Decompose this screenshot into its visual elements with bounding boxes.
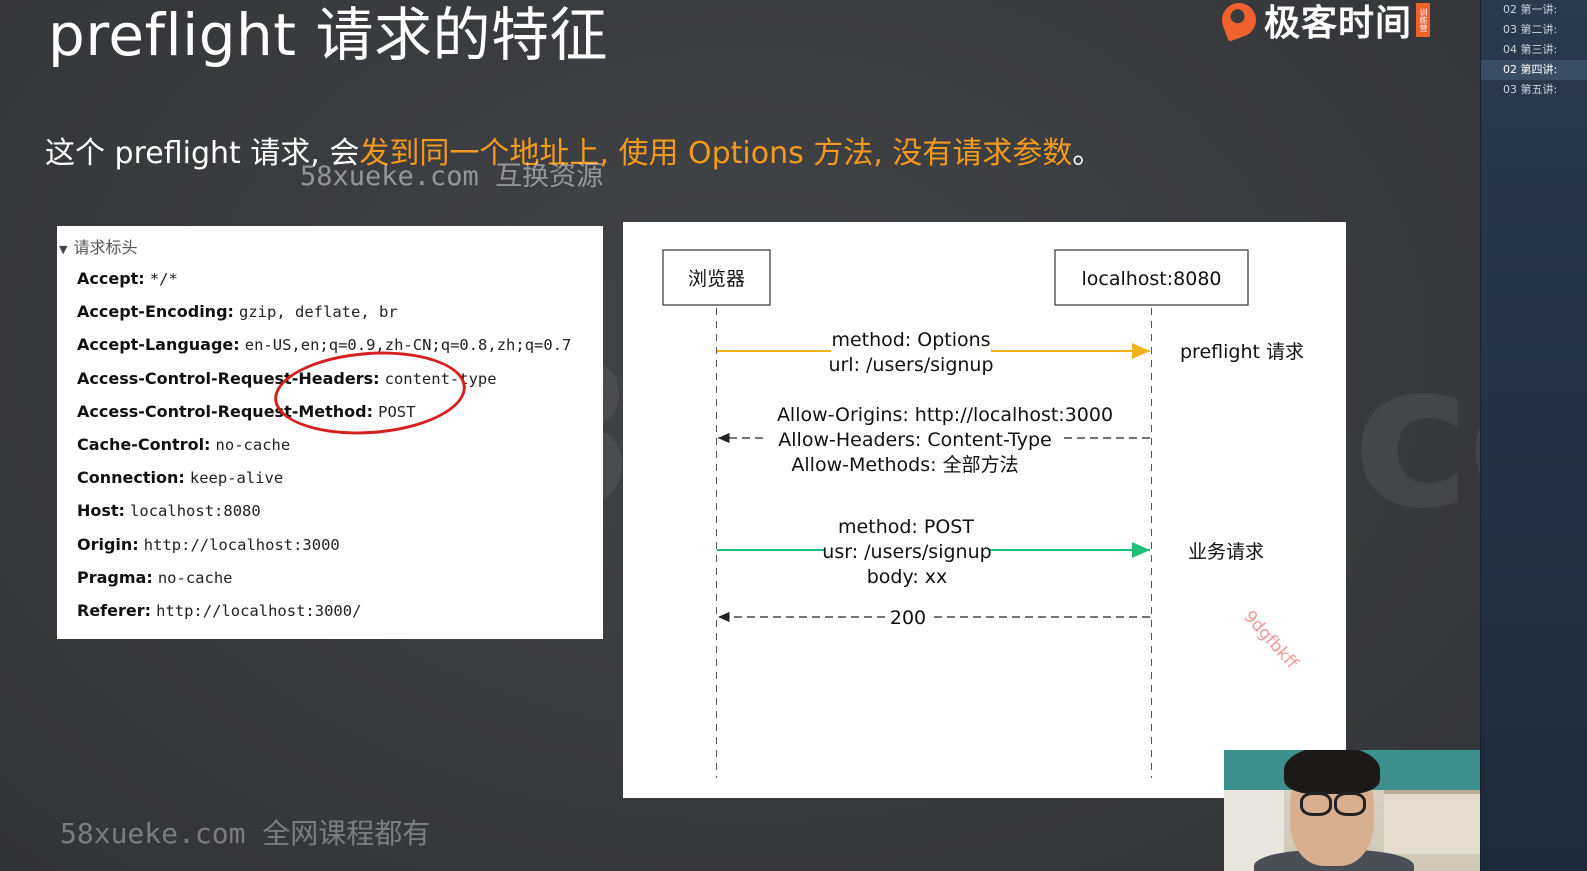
header-value: content-type bbox=[384, 369, 497, 388]
headers-section-label: 请求标头 bbox=[73, 238, 138, 257]
msg1-line2: url: /users/signup bbox=[828, 354, 993, 376]
lesson-item[interactable]: 03 第二讲: bbox=[1503, 23, 1558, 36]
header-key: Referer: bbox=[77, 600, 152, 620]
lesson-item[interactable]: 04 第三讲: bbox=[1503, 43, 1558, 56]
subtitle-plain: 这个 preflight 请求, 会 bbox=[45, 136, 360, 171]
msg3-note: 业务请求 bbox=[1188, 541, 1264, 563]
browser-actor-label: 浏览器 bbox=[688, 268, 745, 290]
header-row: Cache-Control: no-cache bbox=[57, 428, 603, 461]
watermark-inline-cn: 互换资源 bbox=[495, 161, 604, 192]
watermark-bottom-latin: 58xueke.com bbox=[60, 817, 246, 850]
header-value: http://localhost:3000/ bbox=[156, 601, 362, 620]
lesson-list: 02 第一讲: 03 第二讲: 04 第三讲: 02 第四讲: 03 第五讲: bbox=[1481, 0, 1587, 100]
sequence-diagram: 浏览器 localhost:8080 method: Options url: … bbox=[623, 222, 1346, 798]
slide-title: preflight 请求的特征 bbox=[48, 1, 608, 69]
header-row: Connection: keep-alive bbox=[57, 461, 603, 494]
header-key: Connection: bbox=[77, 468, 185, 488]
header-key: Accept-Encoding: bbox=[77, 302, 234, 322]
lesson-item[interactable]: 03 第五讲: bbox=[1503, 83, 1558, 96]
msg2-line3: Allow-Methods: 全部方法 bbox=[791, 454, 1018, 476]
logo-text: 极客时间 bbox=[1264, 3, 1413, 44]
msg4-label: 200 bbox=[890, 607, 926, 629]
header-value: POST bbox=[378, 402, 416, 421]
msg1-note: preflight 请求 bbox=[1180, 341, 1304, 363]
webcam-glasses-left bbox=[1300, 792, 1332, 816]
header-key: Origin: bbox=[77, 534, 139, 554]
triangle-down-icon[interactable]: ▼ bbox=[59, 243, 68, 256]
header-value: gzip, deflate, br bbox=[239, 303, 398, 322]
subtitle-highlight: 发到同一个地址上, 使用 Options 方法, 没有请求参数 bbox=[359, 136, 1073, 171]
watermark-inline-latin: 58xueke.com bbox=[300, 161, 479, 192]
header-key: Pragma: bbox=[77, 567, 153, 587]
header-value: http://localhost:3000 bbox=[143, 535, 340, 554]
webcam-shelf bbox=[1384, 790, 1480, 854]
browser-actor-box bbox=[662, 249, 771, 306]
msg3-line1: method: POST bbox=[838, 516, 974, 538]
geektime-logo: 极客时间 训练营 bbox=[1217, 0, 1431, 44]
watermark-inline: 58xueke.com 互换资源 bbox=[300, 154, 603, 193]
slide: 58xueke.com preflight 请求的特征 极客时间 训练营 这个 … bbox=[0, 0, 1497, 871]
webcam-hair bbox=[1284, 750, 1380, 794]
header-row: Access-Control-Request-Method: POST bbox=[57, 395, 603, 428]
header-value: localhost:8080 bbox=[130, 502, 261, 521]
header-value: no-cache bbox=[157, 568, 233, 587]
header-value: no-cache bbox=[215, 435, 291, 454]
header-key: Access-Control-Request-Headers: bbox=[77, 368, 380, 388]
webcam-glasses-right bbox=[1334, 792, 1366, 816]
header-key: Accept: bbox=[77, 269, 145, 288]
header-row: Host: localhost:8080 bbox=[57, 494, 603, 527]
msg2-line2: Allow-Headers: Content-Type bbox=[778, 429, 1051, 451]
server-actor-box bbox=[1054, 249, 1249, 306]
header-row: Access-Control-Request-Headers: content-… bbox=[57, 362, 603, 395]
header-rows: Accept: */*Accept-Encoding: gzip, deflat… bbox=[57, 262, 603, 627]
header-value: en-US,en;q=0.9,zh-CN;q=0.8,zh;q=0.7 bbox=[244, 336, 572, 355]
lesson-sidebar: 02 第一讲: 03 第二讲: 04 第三讲: 02 第四讲: 03 第五讲: bbox=[1480, 0, 1587, 871]
msg3-line3: body: xx bbox=[867, 566, 948, 588]
header-row: Accept-Encoding: gzip, deflate, br bbox=[57, 295, 603, 328]
header-row: Pragma: no-cache bbox=[57, 561, 603, 594]
watermark-bottom: 58xueke.com 全网课程都有 bbox=[60, 812, 430, 852]
slide-subtitle: 这个 preflight 请求, 会发到同一个地址上, 使用 Options 方… bbox=[45, 132, 1102, 176]
geektime-logo-icon bbox=[1217, 0, 1261, 42]
lesson-item[interactable]: 02 第一讲: bbox=[1503, 3, 1558, 16]
watermark-bottom-cn: 全网课程都有 bbox=[262, 817, 431, 850]
msg3-line2: usr: /users/signup bbox=[822, 541, 991, 563]
header-row: Referer: http://localhost:3000/ bbox=[57, 594, 603, 627]
header-key: Access-Control-Request-Method: bbox=[77, 401, 374, 421]
header-key: Host: bbox=[77, 501, 125, 521]
header-value: */* bbox=[149, 270, 178, 288]
headers-section-toggle[interactable]: ▼ 请求标头 bbox=[57, 234, 603, 262]
header-key: Cache-Control: bbox=[77, 434, 211, 454]
lesson-item[interactable]: 02 第四讲: bbox=[1481, 60, 1587, 80]
header-row: Origin: http://localhost:3000 bbox=[57, 528, 603, 561]
subtitle-end: 。 bbox=[1072, 136, 1103, 171]
header-value: keep-alive bbox=[189, 469, 284, 488]
watermark-diagonal: 9dgfbkff bbox=[1239, 607, 1302, 674]
header-row: Accept-Language: en-US,en;q=0.9,zh-CN;q=… bbox=[57, 328, 603, 361]
server-actor-label: localhost:8080 bbox=[1081, 268, 1221, 290]
msg2-line1: Allow-Origins: http://localhost:3000 bbox=[777, 404, 1113, 426]
sequence-diagram-svg: 浏览器 localhost:8080 method: Options url: … bbox=[662, 249, 1304, 778]
header-key: Accept-Language: bbox=[77, 335, 240, 355]
msg1-line1: method: Options bbox=[831, 329, 990, 351]
logo-badge: 训练营 bbox=[1416, 3, 1431, 37]
presenter-webcam bbox=[1224, 750, 1480, 871]
header-row: Accept: */* bbox=[57, 262, 603, 295]
request-headers-panel: ▼请求标头 Accept: */*Accept-Encoding: gzip, … bbox=[57, 226, 603, 639]
